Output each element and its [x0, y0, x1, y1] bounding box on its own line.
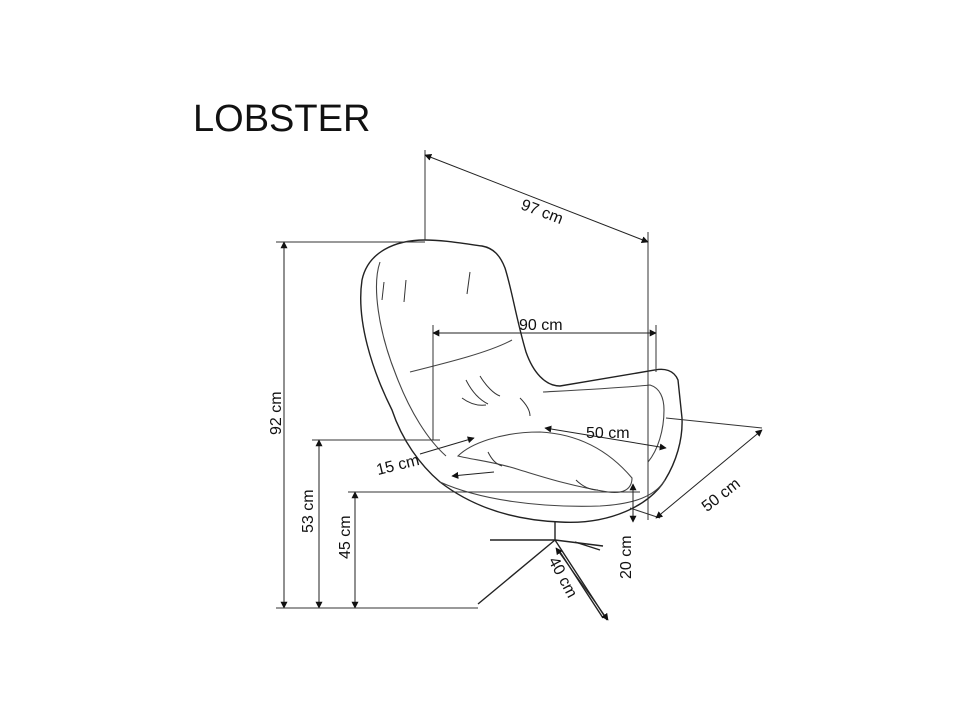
label-50-cm-depth: 50 cm — [699, 475, 744, 515]
back-stitch-4 — [519, 397, 531, 417]
headrest-stitch-3 — [466, 271, 471, 295]
back-cushion-edge — [409, 339, 513, 373]
label-90-cm: 90 cm — [519, 317, 563, 334]
product-title: LOBSTER — [193, 98, 370, 140]
label-45-cm: 45 cm — [337, 515, 354, 559]
base-leg-front-left — [477, 539, 556, 605]
back-stitch-2 — [479, 375, 501, 397]
dim-50-depth-ext-bottom — [629, 507, 661, 519]
back-stitch-3 — [461, 397, 487, 406]
seat-stitch-2 — [575, 479, 599, 491]
label-50-cm-width: 50 cm — [586, 425, 630, 442]
seat-cushion — [456, 431, 633, 494]
seat-stitch-1 — [487, 451, 503, 467]
label-20-cm: 20 cm — [618, 535, 635, 579]
base-leg-right-inner — [574, 541, 601, 551]
chair-back-inner — [375, 261, 447, 457]
chair-shell-outline — [360, 239, 683, 523]
back-stitch-1 — [465, 379, 489, 405]
dim-50-depth-line — [655, 429, 763, 519]
armrest-inner — [542, 384, 665, 463]
headrest-stitch-2 — [403, 279, 407, 303]
dim-40-line — [555, 547, 609, 621]
label-15-cm: 15 cm — [375, 452, 421, 479]
label-40-cm: 40 cm — [545, 554, 580, 600]
headrest-stitch-1 — [381, 281, 385, 301]
dimension-lines — [276, 150, 763, 621]
dim-15-arrow-top — [419, 436, 475, 455]
shell-lower-seam — [439, 479, 666, 507]
label-92-cm: 92 cm — [268, 391, 285, 435]
dim-50-depth-ext-top — [665, 417, 763, 429]
dim-50-width-line — [544, 425, 667, 451]
dim-15-arrow-bottom — [451, 471, 495, 479]
dim-97-line — [424, 154, 649, 243]
label-97-cm: 97 cm — [518, 197, 565, 228]
label-53-cm: 53 cm — [300, 489, 317, 533]
